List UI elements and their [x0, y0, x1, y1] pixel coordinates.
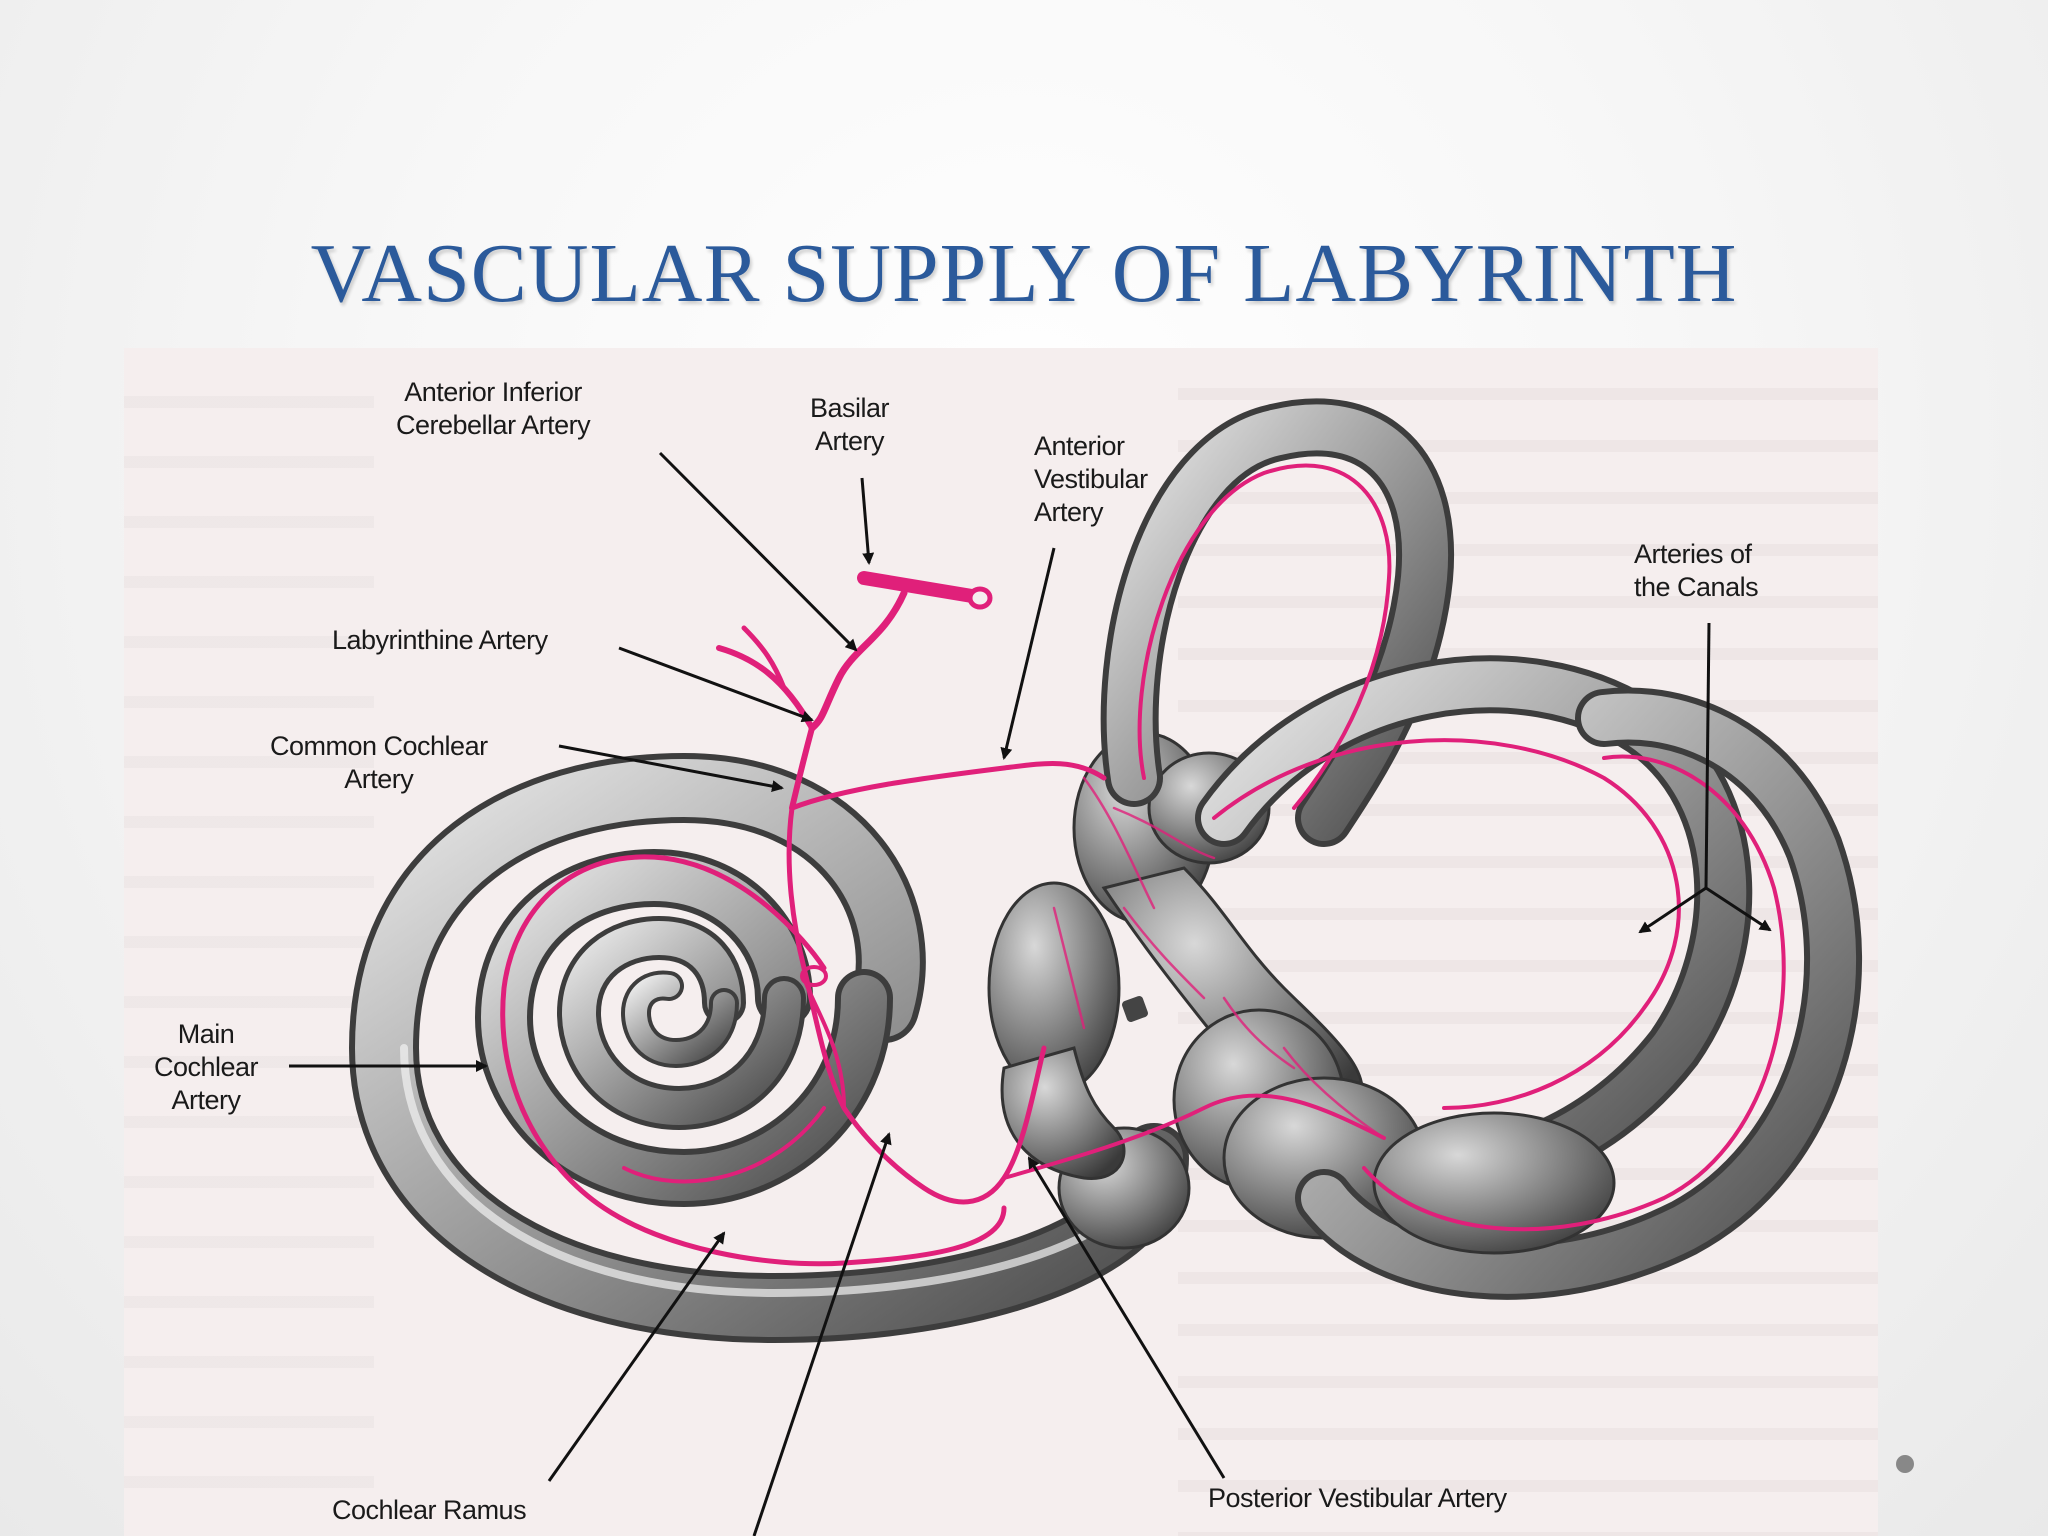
background-text-bleed-left — [124, 348, 374, 1536]
semicircular-canals — [1100, 398, 1862, 1300]
label-common-cochlear-line2: Artery — [344, 764, 414, 794]
label-basilar-line2: Artery — [815, 426, 885, 456]
label-main-cochlear-line2: Cochlear — [154, 1052, 259, 1082]
background-text-bleed — [1178, 348, 1878, 1536]
label-anterior-vestibular-artery: Anterior Vestibular Artery — [1034, 430, 1148, 529]
label-ant-vest-line3: Artery — [1034, 497, 1104, 527]
arteries — [500, 463, 1786, 1267]
label-labyrinthine-artery: Labyrinthine Artery — [332, 625, 548, 655]
label-canals-line2: the Canals — [1634, 572, 1759, 602]
label-common-cochlear-artery: Common Cochlear Artery — [270, 730, 488, 796]
label-main-cochlear-line3: Artery — [171, 1085, 242, 1115]
label-arteries-of-the-canals: Arteries of the Canals — [1634, 538, 1759, 604]
label-cochlear-ramus: Cochlear Ramus — [332, 1495, 527, 1525]
slide-title: VASCULAR SUPPLY OF LABYRINTH — [310, 227, 1738, 320]
label-aica-line1: Anterior Inferior — [404, 377, 582, 407]
vestibule — [987, 731, 1426, 1240]
label-main-cochlear-line1: Main — [177, 1019, 235, 1049]
label-basilar-artery: Basilar Artery — [810, 392, 890, 458]
label-canals-line1: Arteries of — [1634, 539, 1752, 569]
labyrinth-figure: Anterior Inferior Cerebellar Artery Basi… — [124, 348, 1878, 1536]
label-common-cochlear-line1: Common Cochlear — [270, 731, 488, 761]
slide-bullet-dot — [1896, 1455, 1914, 1473]
label-anterior-inferior-cerebellar-artery: Anterior Inferior Cerebellar Artery — [396, 376, 591, 442]
label-aica-line2: Cerebellar Artery — [396, 410, 591, 440]
label-posterior-vestibular-artery: Posterior Vestibular Artery — [1208, 1483, 1507, 1513]
label-ant-vest-line2: Vestibular — [1034, 464, 1148, 494]
label-ant-vest-line1: Anterior — [1034, 431, 1125, 461]
pointer-arrows — [289, 451, 1772, 1536]
label-basilar-line1: Basilar — [810, 393, 890, 423]
labyrinth-diagram — [289, 398, 1862, 1536]
label-main-cochlear-artery: Main Cochlear Artery — [154, 1018, 259, 1117]
